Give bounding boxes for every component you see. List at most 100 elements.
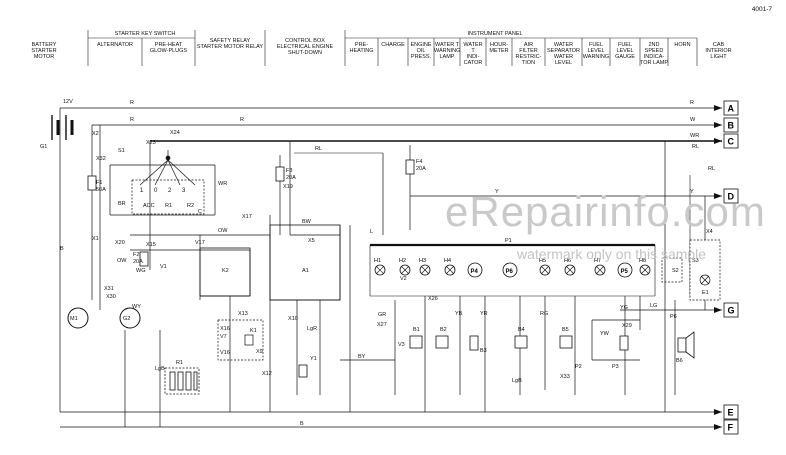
diagram-label: LG (650, 303, 657, 309)
horn-bell-icon (685, 331, 695, 359)
diagram-label: X23 (146, 140, 156, 146)
alternator-g2 (119, 307, 141, 329)
lamp-p6: P6 (502, 262, 518, 278)
horn-b6 (677, 337, 687, 353)
diagram-label: R1 (165, 203, 172, 209)
diagram-label: X16 (220, 326, 230, 332)
diagram-label: YW (600, 331, 610, 337)
fuse-f4 (405, 159, 415, 175)
header-cell-1: ALTERNATOR (96, 42, 134, 48)
sensor-b4 (514, 335, 528, 349)
diagram-label: WR (218, 181, 227, 187)
connector-c: C (714, 133, 739, 149)
connector-d: D (714, 188, 739, 204)
connector-label: D (728, 192, 735, 202)
diagram-label: WG (136, 268, 145, 274)
diagram-label: L (370, 229, 373, 235)
diagram-label: F1 (96, 180, 102, 186)
diagram-label: Y (690, 189, 694, 195)
diagram-label: R (130, 117, 134, 123)
lamp-label: H5 (539, 258, 546, 264)
diagram-label: B4 (518, 327, 525, 333)
lamp-label: H3 (419, 258, 426, 264)
diagram-label: F4 (416, 159, 422, 165)
diagram-label: B6 (676, 358, 683, 364)
connector-g: G (714, 302, 739, 318)
switch-position: 2 (168, 188, 172, 194)
lamp-label: H7 (594, 258, 601, 264)
header-cell-6: CHARGE (381, 42, 405, 48)
lamp-label: P6 (506, 269, 514, 275)
diagram-label: X12 (262, 371, 272, 377)
battery-g1 (51, 115, 74, 140)
diagram-label: W (690, 117, 696, 123)
connector-label: F (728, 423, 734, 433)
diagram-label: Y1 (310, 356, 317, 362)
diagram-label: F3 (286, 168, 292, 174)
lamp-h6: H6 (564, 258, 576, 276)
solenoid-y1 (298, 364, 308, 378)
diagram-label: X30 (106, 294, 116, 300)
sensor-b5 (559, 335, 573, 349)
watermark-note: watermark only on this sample (517, 246, 707, 262)
starter-motor-m1 (67, 307, 89, 329)
lamp-h2: H2 (399, 258, 411, 276)
interior-light-e1 (689, 239, 721, 301)
diagram-label: S2 (672, 268, 679, 274)
diagram-label: YG (620, 305, 628, 311)
diagram-label: K2 (222, 268, 229, 274)
header-cell-5: PRE-HEATING (349, 42, 374, 54)
diagram-label: GR (378, 312, 386, 318)
diagram-label: RL (692, 144, 699, 150)
diagram-label: E1 (702, 290, 709, 296)
diagram-label: K1 (250, 328, 257, 334)
diagram-label: ACC (143, 203, 155, 209)
diagram-label: P1 (505, 238, 512, 244)
diagram-label: 20A (416, 166, 426, 172)
diagram-label: B5 (562, 327, 569, 333)
sensor-b3 (469, 335, 479, 351)
diagram-label: X29 (622, 323, 632, 329)
diagram-label: M1 (70, 316, 78, 322)
diagram-label: V3 (398, 342, 405, 348)
connector-label: E (728, 408, 734, 418)
gauge-p3 (619, 335, 629, 351)
lamp-label: H8 (639, 258, 646, 264)
connector-b: B (714, 117, 739, 133)
diagram-label: RL (315, 146, 322, 152)
diagram-label: R (130, 100, 134, 106)
diagram-label: WY (132, 304, 141, 310)
lamp-label: H4 (444, 258, 451, 264)
header-cell-16: HORN (674, 42, 691, 48)
relay-k1 (217, 319, 264, 361)
diagram-label: WR (690, 133, 699, 139)
glow-plugs-r1 (164, 367, 200, 395)
diagram-label: X32 (96, 156, 106, 162)
diagram-label: B3 (480, 348, 487, 354)
lamp-h8: H8 (639, 258, 651, 276)
control-box-a1 (269, 224, 341, 301)
connector-f: F (714, 419, 739, 435)
diagram-label: 20A (286, 175, 296, 181)
diagram-label: V17 (195, 240, 205, 246)
diagram-label: C (198, 209, 202, 215)
sensor-b1 (409, 335, 423, 349)
diagram-label: S1 (118, 148, 125, 154)
diagram-label: X5 (308, 238, 315, 244)
diagram-label: BR (118, 201, 126, 207)
lamp-h1: H1 (374, 258, 386, 276)
key-switch-s1 (131, 155, 205, 215)
group-instrument-panel: INSTRUMENT PANEL (467, 31, 523, 37)
switch-s2 (661, 257, 683, 283)
fuse-f1 (87, 175, 97, 191)
sensor-b2 (435, 335, 449, 349)
